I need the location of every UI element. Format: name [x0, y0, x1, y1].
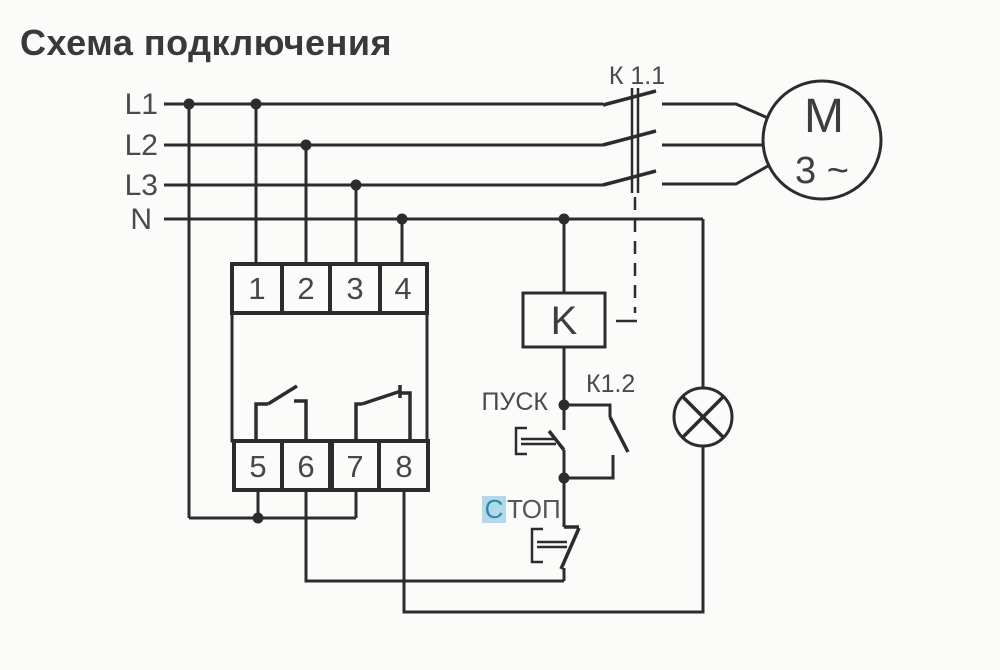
terminal-row-bottom: 5 6 7 8 [232, 439, 430, 492]
terminal-7-number: 7 [346, 449, 363, 484]
terminal-8-to-lamp-wire [402, 447, 705, 614]
contact-7-8-blade [361, 389, 402, 406]
contactor-main-contacts: К 1.1 [602, 62, 769, 323]
contactor-coil: K [521, 291, 607, 349]
junction-dot [396, 213, 408, 225]
motor-symbol: М [804, 90, 844, 143]
control-circuit: K ПУСК К1.2 С ТОП [482, 213, 635, 581]
stop-button-label-highlighted: С [485, 494, 504, 524]
contact-8-post [400, 391, 412, 441]
relay-device: 1 2 3 4 5 6 7 8 [230, 262, 430, 492]
terminal-6-number: 6 [297, 449, 314, 484]
stop-button: С ТОП [482, 478, 581, 581]
terminal-row-top: 1 2 3 4 [230, 262, 429, 315]
terminal-3-number: 3 [346, 271, 363, 306]
bus-label-l3: L3 [125, 169, 158, 202]
phase-drop-wires [183, 98, 408, 518]
page-title: Схема подключения [20, 22, 392, 63]
junction-dot [350, 179, 362, 191]
relay-contact-5-6 [254, 384, 308, 441]
aux-contact-bottom-lead [564, 455, 615, 480]
start-button-cap [514, 426, 527, 456]
junction-dot [183, 98, 195, 110]
start-button-blade [547, 429, 566, 452]
terminal-2-number: 2 [297, 271, 314, 306]
contact-7-post [354, 402, 362, 441]
bus-label-n: N [130, 203, 152, 236]
motor-feed-wire-l3 [662, 164, 769, 186]
terminal-1-number: 1 [248, 271, 265, 306]
start-button: ПУСК [482, 388, 566, 478]
terminal-4 [378, 262, 429, 315]
bottom-wiring [189, 447, 705, 614]
aux-contact-blade [608, 416, 630, 453]
start-button-label: ПУСК [482, 388, 549, 416]
aux-contact-top-lead [564, 403, 612, 417]
contact-6-post [294, 399, 308, 441]
junction-dot [252, 512, 264, 524]
contact-5-post [254, 402, 268, 441]
junction-dot [300, 139, 312, 151]
junction-dot [250, 98, 262, 110]
bus-label-l1: L1 [125, 88, 158, 121]
contact-blade-l1 [602, 89, 657, 107]
terminal-5-number: 5 [249, 449, 266, 484]
relay-body [230, 311, 429, 443]
stop-button-blade [559, 527, 581, 570]
stop-button-cap [530, 527, 543, 564]
motor-feed-wire-l1 [662, 102, 769, 120]
stop-label-highlight [482, 496, 506, 523]
stop-button-label-rest: ТОП [507, 494, 561, 524]
coil-box [521, 291, 607, 349]
motor: М 3 ~ [761, 79, 883, 201]
contact-5-6-blade [267, 384, 298, 406]
motor-phase-label: 3 ~ [795, 150, 849, 192]
terminal-8-number: 8 [395, 449, 412, 484]
coil-label: K [551, 299, 578, 343]
contact-blade-l2 [602, 129, 657, 147]
aux-contact-k12: К1.2 [564, 370, 635, 480]
contact-blade-l3 [602, 169, 657, 187]
terminal-4-number: 4 [394, 271, 411, 306]
terminal-6-to-stop-wire [304, 490, 564, 583]
bus-label-l2: L2 [125, 129, 158, 162]
lamp-cross [681, 395, 725, 439]
terminal-1 [230, 262, 284, 315]
main-contact-label: К 1.1 [609, 62, 665, 90]
indicator-lamp [672, 219, 734, 448]
aux-contact-label: К1.2 [586, 370, 635, 398]
relay-contact-7-8 [354, 385, 412, 441]
motor-circle [761, 79, 883, 201]
power-bus: L1 L2 L3 N [125, 88, 703, 236]
